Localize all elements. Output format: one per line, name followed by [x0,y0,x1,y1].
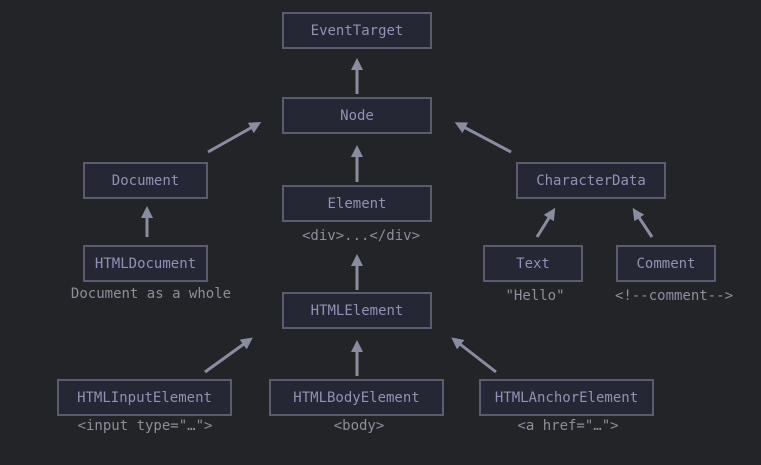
htmlanchorelement-caption: <a href="…"> [517,418,619,434]
htmlanchorelement-node: HTMLAnchorElement [479,379,654,416]
htmlbodyelement-node: HTMLBodyElement [269,379,444,416]
arrow-characterdata-to-node [454,122,512,154]
eventtarget-node: EventTarget [282,12,432,49]
element-caption: <div>...</div> [301,228,421,244]
characterdata-node: CharacterData [516,162,666,199]
text-caption: "Hello" [505,288,565,304]
htmlbodyelement-caption: <body> [333,418,385,434]
htmldocument-caption: Document as a whole [70,286,232,302]
arrow-htmlinputelement-to-htmlelement [204,337,253,374]
arrow-htmlanchorelement-to-htmlelement [451,337,497,374]
arrow-document-to-node [207,122,262,154]
htmlelement-node: HTMLElement [282,292,432,329]
comment-node: Comment [616,245,716,282]
htmldocument-node: HTMLDocument [83,245,208,282]
arrow-text-to-characterdata [535,207,556,238]
document-node: Document [83,162,208,199]
element-node: Element [282,185,432,222]
text-node: Text [483,245,583,282]
arrow-comment-to-characterdata [632,208,654,238]
node-node: Node [282,97,432,134]
htmlinputelement-node: HTMLInputElement [57,379,232,416]
htmlinputelement-caption: <input type="…"> [77,418,213,434]
comment-caption: <!--comment--> [614,288,734,304]
